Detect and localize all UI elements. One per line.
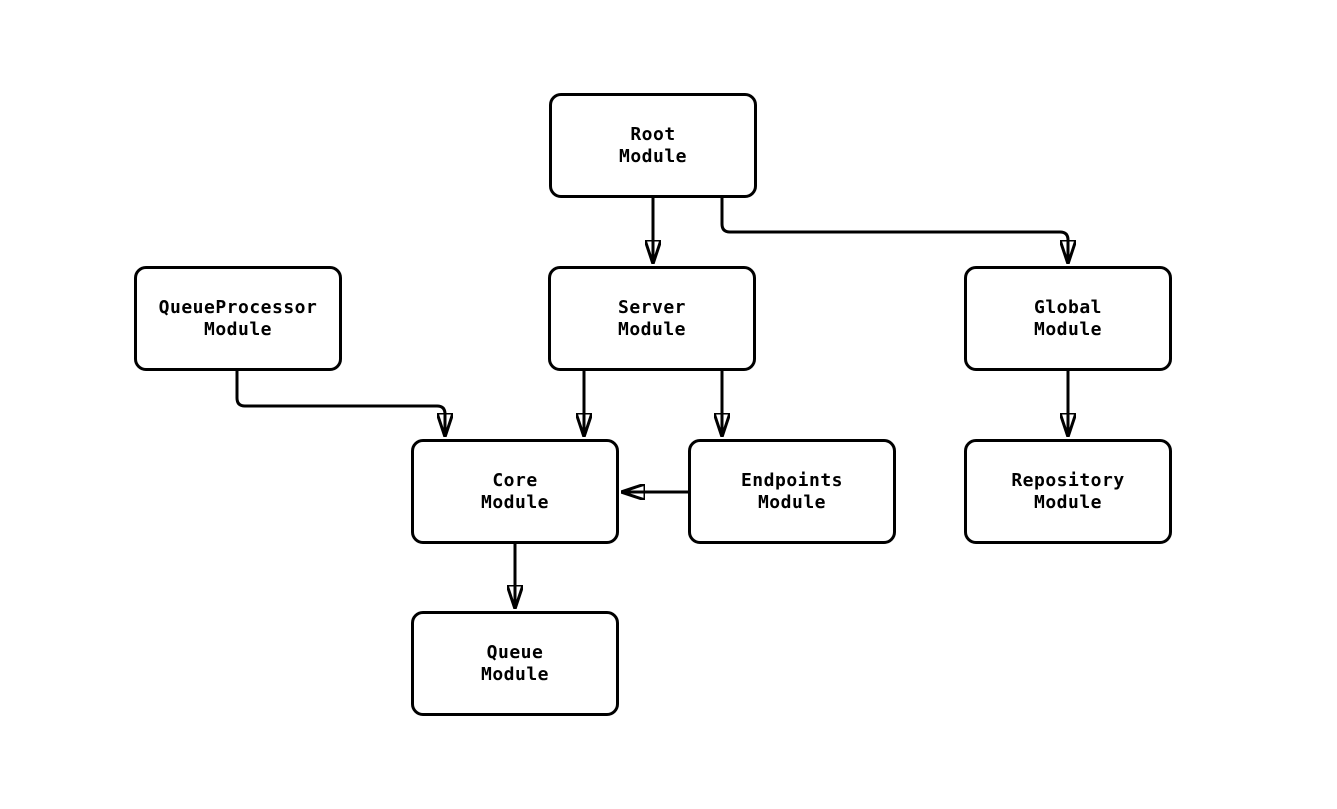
node-endpoints-module: Endpoints Module [688, 439, 896, 544]
node-queue-module: Queue Module [411, 611, 619, 716]
node-queue-module-label: Queue Module [480, 641, 550, 685]
node-server-module-label: Server Module [617, 296, 687, 340]
edge-queueprocessor-to-core [235, 371, 445, 436]
node-root-module: Root Module [549, 93, 757, 198]
node-queueprocessor-module: QueueProcessor Module [134, 266, 342, 371]
edge-root-to-global [720, 198, 1068, 263]
node-global-module-label: Global Module [1033, 296, 1103, 340]
node-core-module: Core Module [411, 439, 619, 544]
node-global-module: Global Module [964, 266, 1172, 371]
node-core-module-label: Core Module [480, 469, 550, 513]
node-repository-module-label: Repository Module [1011, 469, 1125, 513]
node-queueprocessor-module-label: QueueProcessor Module [158, 296, 318, 340]
node-root-module-label: Root Module [618, 123, 688, 167]
node-endpoints-module-label: Endpoints Module [740, 469, 844, 513]
node-repository-module: Repository Module [964, 439, 1172, 544]
node-server-module: Server Module [548, 266, 756, 371]
